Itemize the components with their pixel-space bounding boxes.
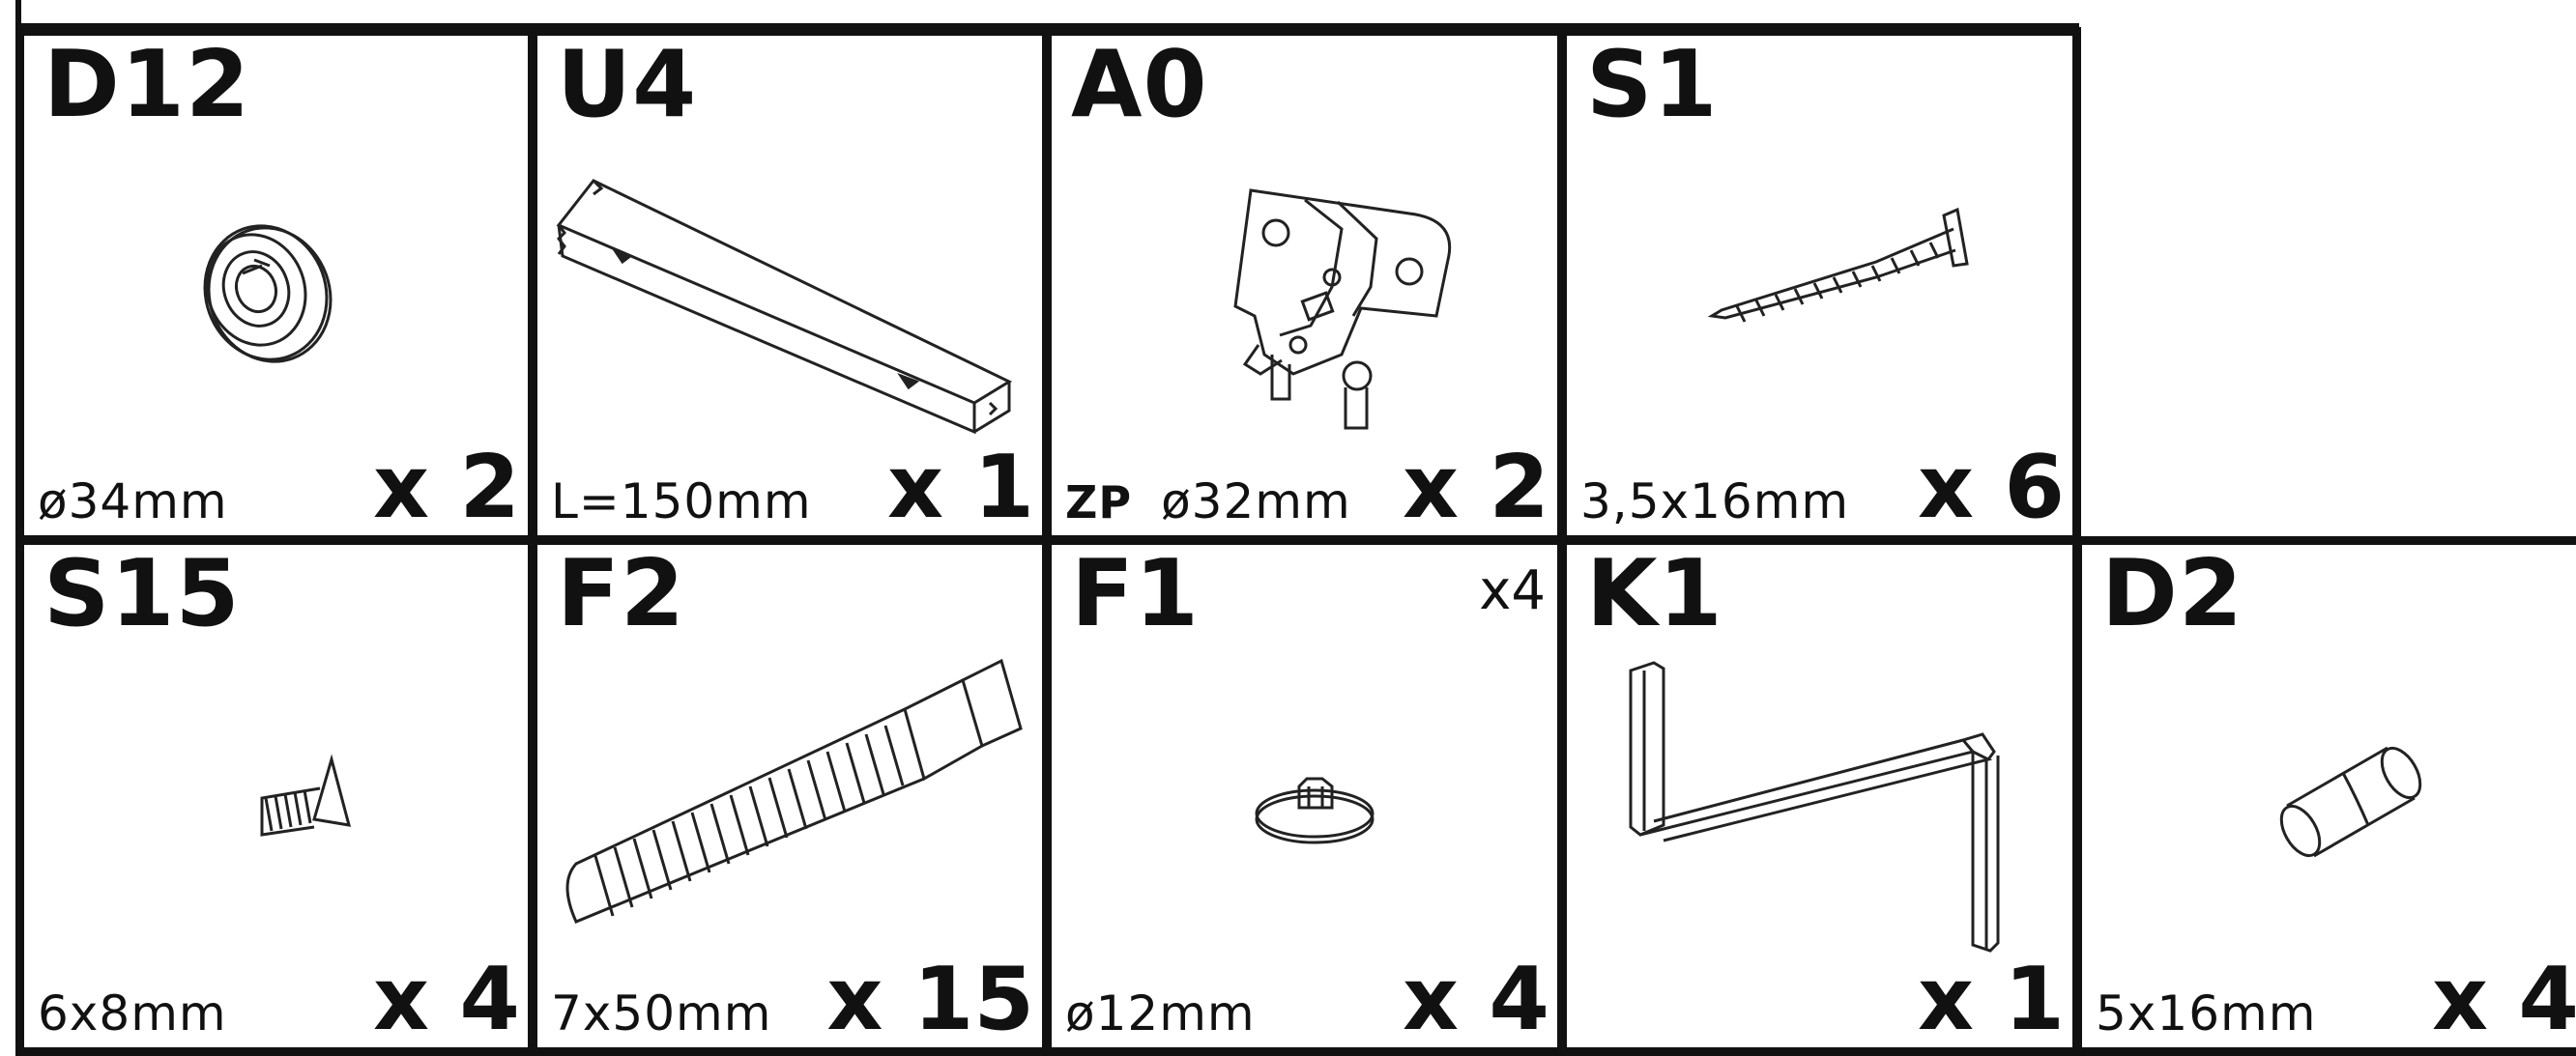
part-cell-s1: S1 3,5x16mm x 6 [1558, 27, 2081, 544]
part-code: S1 [1586, 32, 1719, 138]
part-cell-s15: S15 6x8mm x 4 [15, 536, 536, 1056]
part-dimension: L=150mm [551, 473, 812, 529]
part-code: U4 [557, 32, 698, 138]
part-code: F2 [557, 541, 685, 647]
part-code: K1 [1586, 541, 1723, 647]
short-screw-icon [260, 754, 352, 837]
part-cell-f2: F2 7x50mm x 15 [529, 536, 1051, 1056]
part-code: D2 [2101, 541, 2243, 647]
part-code: D12 [43, 32, 251, 138]
part-quantity: x 1 [1917, 949, 2065, 1050]
part-cell-f1: F1 x4 ø12mm x 4 [1043, 536, 1566, 1056]
sheet-top-border [15, 0, 2079, 29]
part-cell-d2: D2 5x16mm x 4 [2073, 536, 2576, 1056]
part-cell-k1: K1 x 1 [1558, 536, 2081, 1056]
part-dimension: 6x8mm [38, 985, 227, 1042]
part-code: A0 [1071, 32, 1208, 138]
part-quantity: x 2 [372, 437, 520, 538]
part-dimension-value: ø32mm [1161, 473, 1351, 529]
part-quantity: x 4 [1402, 949, 1549, 1050]
part-dimension: ø12mm [1065, 985, 1256, 1042]
part-extra-quantity: x4 [1479, 559, 1546, 622]
part-dimension: 3,5x16mm [1580, 473, 1850, 529]
part-quantity: x 2 [1402, 437, 1549, 538]
part-quantity: x 4 [372, 949, 520, 1050]
part-prefix: ZP [1065, 476, 1133, 528]
part-code: S15 [43, 541, 241, 647]
part-cell-u4: U4 L=150mm x 1 [529, 27, 1051, 544]
part-quantity: x 1 [886, 437, 1034, 538]
part-quantity: x 4 [2431, 949, 2576, 1050]
rail-channel-icon [556, 179, 1013, 435]
wood-screw-icon [1707, 207, 1969, 323]
hex-key-icon [1629, 661, 2000, 953]
part-quantity: x 6 [1917, 437, 2065, 538]
dowel-icon [2279, 746, 2422, 858]
part-quantity: x 15 [826, 949, 1034, 1050]
confirmat-screw-icon [565, 658, 1023, 924]
bearing-icon [203, 224, 333, 363]
part-dimension: 5x16mm [2096, 985, 2317, 1042]
cam-cap-icon [1255, 777, 1375, 844]
part-code: F1 [1071, 541, 1200, 647]
part-dimension: ø34mm [38, 473, 228, 529]
part-cell-d12: D12 ø34mm x 2 [15, 27, 536, 544]
part-dimension: 7x50mm [551, 985, 772, 1042]
hinge-icon [1233, 188, 1452, 430]
row-divider-right [2073, 536, 2576, 545]
